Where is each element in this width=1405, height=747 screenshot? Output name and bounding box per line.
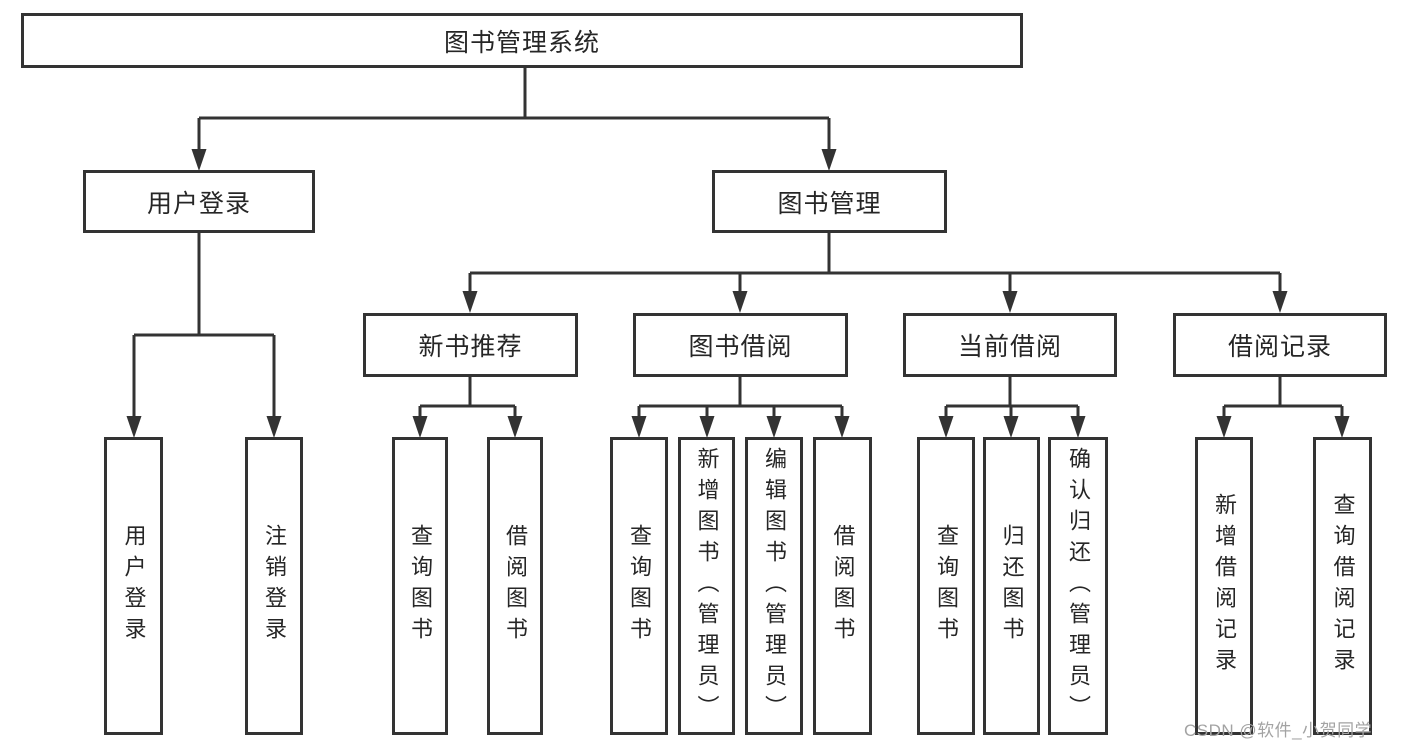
arrowhead-icon — [126, 416, 142, 438]
leaf-return-books: 归还图书 — [983, 437, 1040, 735]
node-book-management: 图书管理 — [712, 170, 947, 233]
node-current-borrowing: 当前借阅 — [903, 313, 1117, 377]
node-label: 编辑图书（管理员） — [762, 446, 787, 726]
arrowhead-icon — [412, 416, 428, 438]
node-label: 借阅记录 — [1227, 333, 1332, 361]
leaf-query-books-borrowing: 查询图书 — [610, 437, 668, 735]
node-label: 新增借阅记录 — [1212, 493, 1237, 679]
connector-root-to-level2 — [197, 68, 831, 151]
node-label: 借阅图书 — [830, 524, 856, 648]
arrowhead-icon — [1216, 416, 1232, 438]
arrowhead-icon — [938, 416, 954, 438]
leaf-logout: 注销登录 — [245, 437, 303, 735]
connector-bookmgmt-to-level3 — [468, 233, 1282, 293]
leaf-borrow-books-recommend: 借阅图书 — [487, 437, 543, 735]
connector-records-to-leaves — [1222, 377, 1344, 418]
arrowhead-icon — [1334, 416, 1350, 438]
connector-newrec-to-leaves — [418, 377, 517, 418]
arrowhead-icon — [834, 416, 850, 438]
arrowhead-icon — [462, 291, 478, 313]
connector-borrowing-to-leaves — [637, 377, 844, 418]
arrowhead-icon — [1070, 416, 1086, 438]
node-label: 当前借阅 — [957, 333, 1062, 361]
connector-current-to-leaves — [944, 377, 1080, 418]
node-label: 图书管理 — [777, 189, 882, 218]
arrowhead-icon — [699, 416, 715, 438]
arrowhead-icon — [191, 149, 207, 171]
node-label: 查询借阅记录 — [1330, 493, 1356, 679]
arrowhead-icon — [732, 291, 748, 313]
arrowhead-icon — [507, 416, 523, 438]
arrowhead-icon — [1003, 416, 1019, 438]
arrowhead-icon — [821, 149, 837, 171]
leaf-user-login: 用户登录 — [104, 437, 163, 735]
node-label: 查询图书 — [408, 524, 433, 648]
node-library-management-system: 图书管理系统 — [21, 13, 1023, 68]
connector-userlogin-to-leaves — [132, 233, 276, 418]
node-label: 归还图书 — [999, 524, 1025, 648]
node-label: 查询图书 — [627, 524, 652, 648]
leaf-query-borrowing-record: 查询借阅记录 — [1313, 437, 1372, 735]
csdn-watermark: CSDN @软件_小贺同学 — [1184, 721, 1373, 740]
node-label: 确认归还（管理员） — [1066, 446, 1091, 726]
node-label: 图书借阅 — [688, 333, 793, 361]
leaf-confirm-return-admin: 确认归还（管理员） — [1048, 437, 1108, 735]
node-label: 新书推荐 — [418, 333, 523, 361]
arrowhead-icon — [1272, 291, 1288, 313]
arrowhead-icon — [266, 416, 282, 438]
node-new-book-recommendation: 新书推荐 — [363, 313, 578, 377]
node-user-login: 用户登录 — [83, 170, 315, 233]
node-label: 用户登录 — [121, 524, 147, 648]
node-label: 用户登录 — [146, 189, 251, 218]
leaf-add-books-admin: 新增图书（管理员） — [678, 437, 735, 735]
node-label: 注销登录 — [262, 524, 287, 648]
leaf-edit-books-admin: 编辑图书（管理员） — [745, 437, 803, 735]
node-label: 图书管理系统 — [443, 28, 600, 57]
leaf-add-borrowing-record: 新增借阅记录 — [1195, 437, 1253, 735]
arrowhead-icon — [631, 416, 647, 438]
node-borrowing-records: 借阅记录 — [1173, 313, 1387, 377]
leaf-query-books-recommend: 查询图书 — [392, 437, 448, 735]
leaf-borrow-books-borrowing: 借阅图书 — [813, 437, 872, 735]
node-label: 借阅图书 — [503, 524, 528, 648]
leaf-query-books-current: 查询图书 — [917, 437, 975, 735]
arrowhead-icon — [766, 416, 782, 438]
node-book-borrowing: 图书借阅 — [633, 313, 848, 377]
node-label: 新增图书（管理员） — [694, 446, 720, 726]
node-label: 查询图书 — [934, 524, 959, 648]
arrowhead-icon — [1002, 291, 1018, 313]
